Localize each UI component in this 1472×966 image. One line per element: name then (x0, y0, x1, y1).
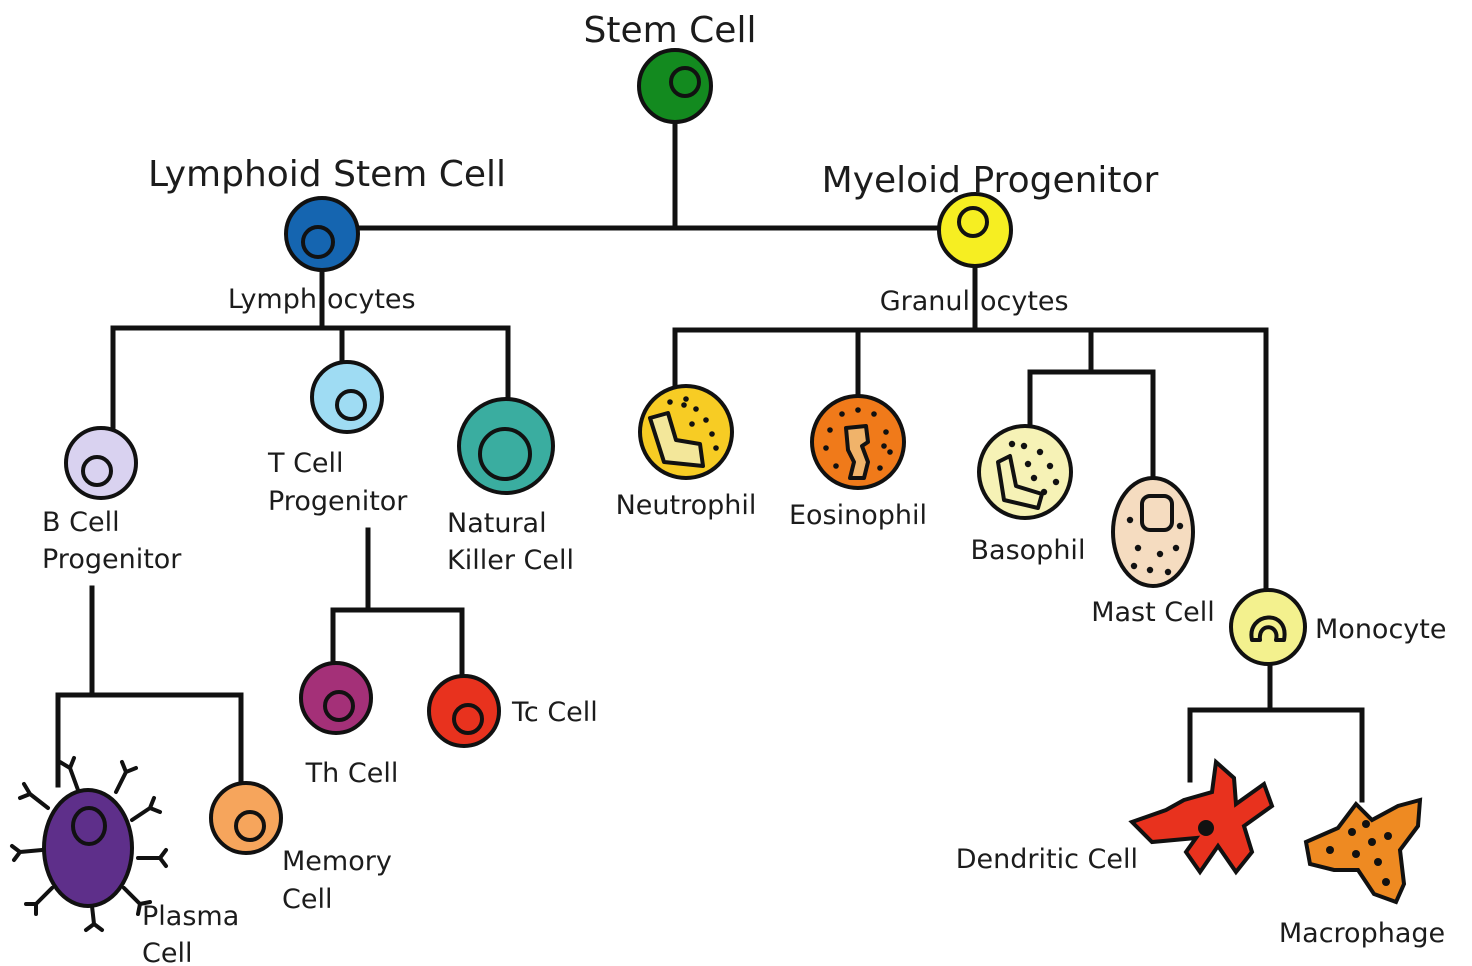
th-cell-label: Th Cell (305, 758, 399, 789)
natural-killer-cell-label-line2: Killer Cell (447, 545, 574, 576)
memory-cell (211, 783, 281, 853)
macrophage-label: Macrophage (1279, 918, 1445, 949)
plasma-cell-label-line1: Plasma (142, 901, 239, 932)
mast-cell-label: Mast Cell (1091, 597, 1215, 628)
monocyte-label: Monocyte (1315, 614, 1446, 645)
neutrophil-cell (640, 386, 732, 478)
myeloid-progenitor-label: Myeloid Progenitor (822, 160, 1159, 201)
granulocytes-label-start: Granul (880, 286, 970, 317)
lymphoid-stem-cell (286, 198, 358, 270)
tc-cell-label: Tc Cell (511, 697, 598, 728)
neutrophil-label: Neutrophil (616, 490, 757, 521)
eosinophil-cell (812, 396, 904, 488)
tc-cell (429, 676, 499, 746)
memory-cell-label-line2: Cell (282, 884, 332, 915)
eosinophil-label: Eosinophil (789, 500, 927, 531)
dendritic-cell-label: Dendritic Cell (956, 844, 1138, 875)
t-cell-progenitor-label-line1: T Cell (267, 448, 344, 479)
b-cell-progenitor (66, 428, 136, 498)
lymphoid-stem-cell-label: Lymphoid Stem Cell (148, 154, 506, 195)
dendritic-cell (1132, 762, 1272, 872)
th-cell (301, 663, 371, 733)
t-cell-progenitor-label-line2: Progenitor (268, 486, 408, 517)
b-cell-progenitor-label-line1: B Cell (42, 507, 120, 538)
stem-cell-label: Stem Cell (584, 10, 757, 51)
mast-cell (1113, 478, 1193, 586)
monocyte-cell (1231, 590, 1305, 664)
memory-cell-label-line1: Memory (282, 846, 392, 877)
macrophage-cell (1306, 800, 1420, 902)
natural-killer-cell (459, 399, 553, 493)
plasma-cell-label-line2: Cell (142, 938, 192, 966)
lymphocytes-label-start: Lymph (228, 284, 317, 315)
granulocytes-label-end: ocytes (980, 286, 1069, 317)
b-cell-progenitor-label-line2: Progenitor (42, 544, 182, 575)
t-cell-progenitor (312, 362, 382, 432)
natural-killer-cell-label-line1: Natural (447, 508, 547, 539)
basophil-cell (979, 426, 1071, 518)
lymphocytes-label-end: ocytes (327, 284, 416, 315)
stem-cell (639, 50, 711, 122)
basophil-label: Basophil (971, 535, 1086, 566)
myeloid-progenitor (939, 194, 1011, 266)
